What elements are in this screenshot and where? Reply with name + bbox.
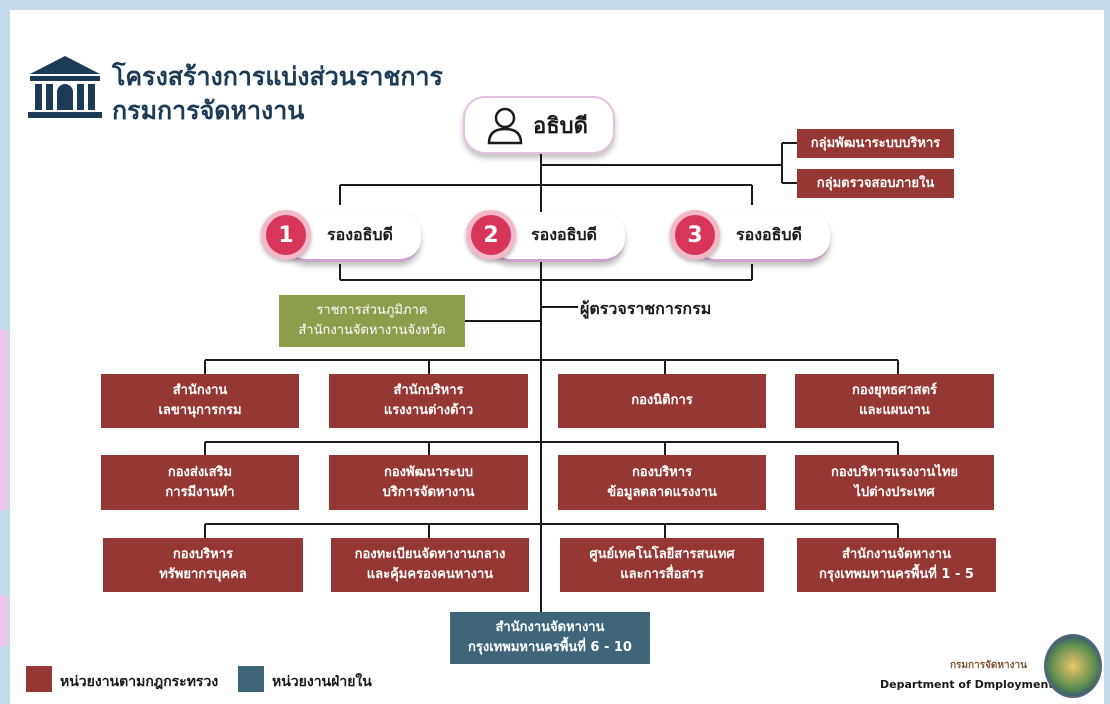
- side-unit-admin-development: กลุ่มพัฒนาระบบบริหาร: [797, 129, 954, 158]
- legend-swatch-ministry: [26, 666, 52, 692]
- unit-bangkok-area-1-5: สำนักงานจัดหางาน กรุงเทพมหานครพื้นที่ 1 …: [797, 538, 996, 592]
- title-line-2: กรมการจัดหางาน: [112, 96, 305, 125]
- regional-provincial-office: ราชการส่วนภูมิภาค สำนักงานจัดหางานจังหวั…: [279, 295, 465, 347]
- deputy-number-3: 3: [670, 210, 720, 260]
- deputy-label-1: รองอธิบดี: [327, 225, 393, 244]
- unit-overseas-thai-labour: กองบริหารแรงงานไทย ไปต่างประเทศ: [795, 455, 994, 510]
- legend-swatch-internal: [238, 666, 264, 692]
- unit-bangkok-area-6-10: สำนักงานจัดหางาน กรุงเทพมหานครพื้นที่ 6 …: [450, 612, 650, 664]
- legend-label-internal: หน่วยงานฝ่ายใน: [272, 674, 372, 690]
- government-building-icon: [28, 56, 102, 118]
- inspector-general-label: ผู้ตรวจราชการกรม: [580, 299, 712, 318]
- deputy-label-3: รองอธิบดี: [736, 225, 802, 244]
- director-node: อธิบดี: [463, 96, 615, 154]
- page-title: โครงสร้างการแบ่งส่วนราชการ กรมการจัดหางา…: [112, 60, 443, 128]
- unit-legal-affairs: กองนิติการ: [558, 374, 766, 428]
- deputy-number-1: 1: [261, 210, 311, 260]
- director-label: อธิบดี: [533, 113, 588, 139]
- deputy-number-2: 2: [466, 210, 516, 260]
- department-seal-icon: [1044, 634, 1102, 698]
- side-unit-internal-audit: กลุ่มตรวจสอบภายใน: [797, 169, 954, 198]
- left-decor-strip: [0, 330, 8, 510]
- person-icon: [487, 107, 523, 145]
- unit-employment-service-dev: กองพัฒนาระบบ บริการจัดหางาน: [329, 455, 528, 510]
- unit-central-registration: กองทะเบียนจัดหางานกลาง และคุ้มครองคนหางา…: [331, 538, 529, 592]
- unit-foreign-workers-admin: สำนักบริหาร แรงงานต่างด้าว: [329, 374, 528, 428]
- unit-labour-market-info: กองบริหาร ข้อมูลตลาดแรงงาน: [558, 455, 766, 510]
- legend-label-ministry: หน่วยงานตามกฎกระทรวง: [60, 674, 219, 690]
- unit-ict-center: ศูนย์เทคโนโลยีสารสนเทศ และการสื่อสาร: [560, 538, 764, 592]
- department-name-thai: กรมการจัดหางาน: [950, 660, 1027, 671]
- title-line-1: โครงสร้างการแบ่งส่วนราชการ: [112, 62, 443, 91]
- left-decor-strip-lower: [0, 596, 8, 646]
- department-name-english: Department of Dmployment: [880, 678, 1054, 691]
- unit-employment-promotion: กองส่งเสริม การมีงานทำ: [101, 455, 299, 510]
- unit-secretary-office: สำนักงาน เลขานุการกรม: [101, 374, 299, 428]
- deputy-label-2: รองอธิบดี: [531, 225, 597, 244]
- unit-human-resources: กองบริหาร ทรัพยากรบุคคล: [103, 538, 303, 592]
- unit-strategy-planning: กองยุทธศาสตร์ และแผนงาน: [795, 374, 994, 428]
